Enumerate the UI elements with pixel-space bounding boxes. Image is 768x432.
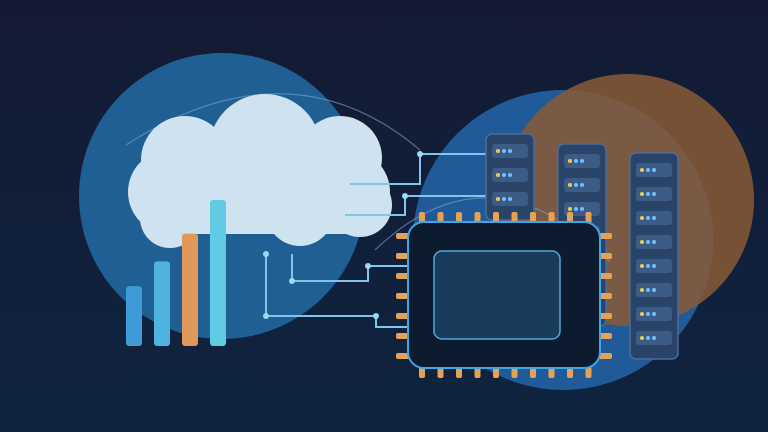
bar-chart-icon (126, 200, 226, 346)
cpu-chip-icon (396, 212, 612, 378)
bar-4 (210, 200, 226, 346)
bar-2 (154, 261, 170, 346)
server-rack-icon (629, 152, 679, 360)
bar-1 (126, 286, 142, 346)
chip-core (433, 250, 561, 340)
cloud-icon (128, 94, 392, 248)
bar-3 (182, 233, 198, 346)
server-rack-icon (485, 133, 535, 221)
